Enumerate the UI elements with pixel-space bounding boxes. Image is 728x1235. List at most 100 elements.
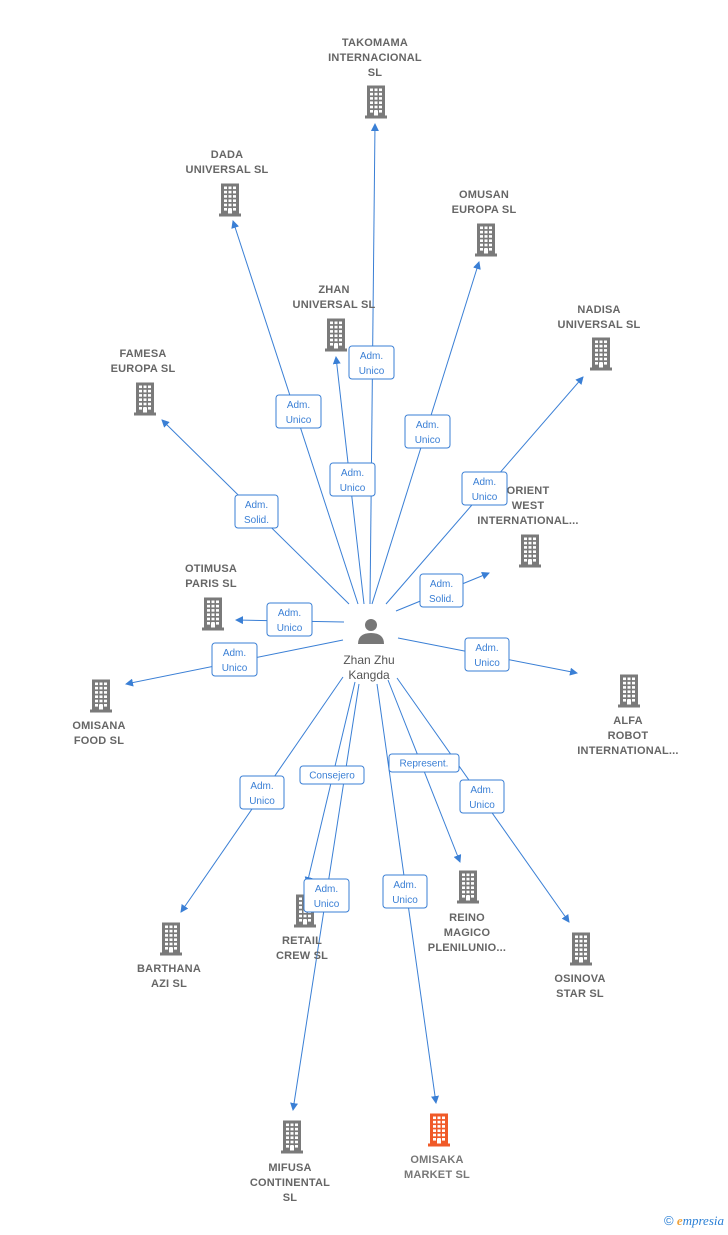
building-icon xyxy=(90,679,112,713)
edge-label-box xyxy=(348,345,395,380)
edge-label-text: Solid. xyxy=(429,594,454,605)
edge-label-barthana[interactable]: Adm.Unico xyxy=(239,775,285,810)
edge-label-takomama[interactable]: Adm. Unico xyxy=(348,345,395,380)
edge-label-text: Adm. xyxy=(393,880,416,891)
edge-label-famesa[interactable]: Adm.Solid. xyxy=(234,494,279,529)
company-node-dada[interactable]: DADA UNIVERSAL SL xyxy=(186,149,269,217)
company-name-line: PARIS SL xyxy=(185,578,237,590)
company-name-line: EUROPA SL xyxy=(452,204,517,216)
edge-label-text: Consejero xyxy=(309,771,355,782)
edge-label-text: Unico xyxy=(314,899,340,910)
company-name-line: EUROPA SL xyxy=(111,363,176,375)
company-name-line: INTERNACIONAL xyxy=(328,52,422,64)
company-name-line: ZHAN xyxy=(318,284,349,296)
edge-label-box xyxy=(404,414,451,449)
edge-label-box xyxy=(459,779,505,814)
edge-label-box xyxy=(275,394,322,429)
person-name-line1: Zhan Zhu xyxy=(343,653,394,667)
building-icon xyxy=(365,85,387,119)
edge-label-omusan[interactable]: Adm.Unico xyxy=(404,414,451,449)
company-name-line: RETAIL xyxy=(282,935,322,947)
edge-label-box xyxy=(382,874,428,909)
edge-label-osinova[interactable]: Adm.Unico xyxy=(459,779,505,814)
company-node-alfa[interactable]: ALFAROBOTINTERNATIONAL... xyxy=(577,674,678,758)
edge-label-omisana[interactable]: Adm. Unico xyxy=(211,642,258,677)
person-icon xyxy=(358,619,384,644)
building-icon xyxy=(570,932,592,966)
person-name-line2: Kangda xyxy=(348,668,390,682)
company-name-line: INTERNATIONAL... xyxy=(477,515,578,527)
edge-label-retail[interactable]: Consejero xyxy=(299,765,365,785)
edge-label-text: Adm. xyxy=(360,351,383,362)
edge-label-text: Adm. xyxy=(245,500,268,511)
edge-label-text: Unico xyxy=(222,663,248,674)
company-name-line: UNIVERSAL SL xyxy=(186,164,269,176)
edge-label-orient[interactable]: Adm. Solid. xyxy=(419,573,464,608)
building-icon xyxy=(219,183,241,217)
company-node-famesa[interactable]: FAMESA EUROPA SL xyxy=(111,348,176,416)
edge-label-text: Adm. xyxy=(341,468,364,479)
edge-label-box xyxy=(464,637,510,672)
edge-label-text: Represent. xyxy=(400,759,449,770)
edge-label-text: Unico xyxy=(359,366,385,377)
edge-label-alfa[interactable]: Adm.Unico xyxy=(464,637,510,672)
company-name-line: FAMESA xyxy=(119,348,166,360)
company-name-line: SL xyxy=(368,67,383,79)
center-person-node[interactable]: Zhan Zhu Kangda xyxy=(343,619,395,682)
company-name-line: OSINOVA xyxy=(554,973,605,985)
company-name-line: ORIENT xyxy=(507,485,550,497)
company-name-line: CONTINENTAL xyxy=(250,1177,330,1189)
edge-label-zhan[interactable]: Adm.Unico xyxy=(329,462,376,497)
copyright-symbol: © xyxy=(663,1213,674,1228)
edge-label-box xyxy=(303,878,350,913)
company-name-line: ALFA xyxy=(613,715,643,727)
company-name-line: PLENILUNIO... xyxy=(428,942,506,954)
building-icon xyxy=(202,597,224,631)
edge-label-text: Adm. xyxy=(223,648,246,659)
building-icon xyxy=(428,1113,450,1147)
company-name-line: STAR SL xyxy=(556,988,604,1000)
brand-name: mpresia xyxy=(682,1213,724,1228)
company-name-line: OMUSAN xyxy=(459,189,509,201)
company-name-line: UNIVERSAL SL xyxy=(558,319,641,331)
company-node-orient[interactable]: ORIENTWESTINTERNATIONAL... xyxy=(477,485,578,568)
edge-label-dada[interactable]: Adm.Unico xyxy=(275,394,322,429)
edge-label-box xyxy=(461,471,508,506)
company-name-line: NADISA xyxy=(577,304,620,316)
company-name-line: DADA xyxy=(211,149,244,161)
edge-label-box xyxy=(419,573,464,608)
company-node-nadisa[interactable]: NADISA UNIVERSAL SL xyxy=(558,304,641,371)
edge-label-box xyxy=(329,462,376,497)
edge-label-text: Unico xyxy=(277,623,303,634)
edge-label-text: Unico xyxy=(286,415,312,426)
edge-label-text: Adm. xyxy=(315,884,338,895)
edge-label-box xyxy=(299,765,365,785)
edge-label-mifusa[interactable]: Adm. Unico xyxy=(303,878,350,913)
building-icon xyxy=(618,674,640,708)
edge-label-text: Adm. xyxy=(475,643,498,654)
company-node-omusan[interactable]: OMUSAN EUROPA SL xyxy=(452,189,517,257)
edge-label-nadisa[interactable]: Adm.Unico xyxy=(461,471,508,506)
company-name-line: ROBOT xyxy=(608,730,649,742)
edge-label-reino[interactable]: Represent. xyxy=(388,753,460,773)
company-name-line: MIFUSA xyxy=(268,1162,311,1174)
edge-label-text: Unico xyxy=(249,796,275,807)
company-name-line: OMISANA xyxy=(72,720,125,732)
building-icon xyxy=(281,1120,303,1154)
company-node-reino[interactable]: REINOMAGICOPLENILUNIO... xyxy=(428,870,506,955)
edge-label-omisaka[interactable]: Adm.Unico xyxy=(382,874,428,909)
edge-label-text: Adm. xyxy=(430,579,453,590)
edge-label-box xyxy=(266,602,313,637)
edge-label-otimusa[interactable]: Adm.Unico xyxy=(266,602,313,637)
building-icon xyxy=(475,223,497,257)
company-name-line: MAGICO xyxy=(444,927,491,939)
company-node-osinova[interactable]: OSINOVA STAR SL xyxy=(554,932,605,1001)
